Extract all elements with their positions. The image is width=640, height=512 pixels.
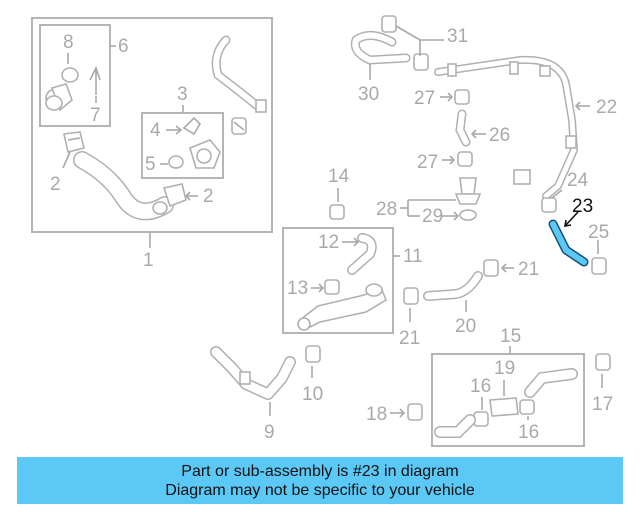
hose-box1-main: [73, 151, 174, 221]
callout-30: 30: [358, 84, 379, 105]
callout-13: 13: [287, 278, 308, 299]
clamp-box1: [231, 117, 247, 135]
clamp-31a: [381, 15, 397, 33]
banner-line-1: Part or sub-assembly is #23 in diagram: [181, 462, 459, 480]
sensor-part: [45, 83, 73, 112]
bracket-4: [182, 116, 202, 136]
callout-7: 7: [90, 105, 101, 126]
callout-14: 14: [328, 166, 350, 187]
callout-10: 10: [302, 384, 323, 405]
group-box-15: [431, 353, 585, 447]
clamp-25: [591, 257, 607, 275]
clamp-31b: [413, 53, 429, 71]
hose-12: [347, 233, 377, 275]
clamp-24: [541, 197, 557, 213]
fitting-28: [454, 177, 482, 205]
clamp-14: [329, 204, 345, 220]
banner-line-2: Diagram may not be specific to your vehi…: [165, 481, 475, 499]
callout-11: 11: [403, 246, 423, 267]
callout-4: 4: [150, 120, 161, 141]
callout-21b: 21: [399, 328, 420, 349]
clamp-27a: [454, 89, 470, 105]
group-box-1: [31, 17, 273, 233]
callout-26: 26: [489, 125, 510, 146]
clamp-21a: [483, 259, 499, 277]
clamp-17: [595, 353, 611, 371]
clamp-27b: [457, 151, 473, 167]
clamp-16b: [519, 399, 535, 415]
callout-31: 31: [447, 26, 468, 47]
hose-23-highlighted: [548, 219, 589, 267]
callout-6: 6: [118, 36, 129, 57]
callout-8: 8: [63, 32, 74, 53]
callout-1: 1: [143, 250, 154, 271]
callout-25: 25: [588, 222, 609, 243]
pipe-22: [434, 55, 579, 200]
callout-3: 3: [177, 84, 188, 105]
callout-21a: 21: [518, 259, 539, 280]
clamp-16a: [473, 411, 489, 427]
fitting-19: [489, 397, 519, 417]
callout-2a: 2: [50, 174, 61, 195]
callout-12: 12: [318, 232, 339, 253]
callout-2b: 2: [203, 186, 214, 207]
callout-23: 23: [572, 196, 593, 217]
group-box-11: [282, 227, 394, 334]
callout-18: 18: [366, 404, 387, 425]
hose-box1-upper: [211, 35, 267, 113]
clamp-21b: [403, 287, 419, 305]
valve-part: [189, 139, 221, 169]
callout-19: 19: [494, 358, 515, 379]
o-ring-8: [61, 67, 79, 83]
callout-22: 22: [596, 97, 617, 118]
callout-29: 29: [422, 206, 443, 227]
callout-27a: 27: [414, 88, 435, 109]
callout-16a: 16: [470, 376, 491, 397]
clamp-13: [324, 279, 340, 295]
clamp-2b: [162, 183, 187, 208]
group-box-6: [39, 24, 111, 127]
clamp-10: [305, 345, 321, 363]
callout-16b: 16: [518, 422, 539, 443]
callout-28: 28: [376, 199, 397, 220]
hose-26: [455, 109, 471, 147]
callout-17: 17: [592, 394, 613, 415]
callout-24: 24: [567, 170, 589, 191]
clamp-18: [407, 403, 423, 421]
hose-box15-left: [434, 414, 476, 438]
o-ring-29: [459, 209, 477, 221]
callout-15: 15: [500, 326, 521, 347]
clip-7: [89, 65, 101, 95]
pipe-assembly-11: [297, 283, 387, 332]
clamp-2a: [63, 131, 85, 153]
hose-box15-right: [524, 368, 578, 398]
o-ring-5: [168, 155, 184, 169]
callout-9: 9: [264, 422, 275, 443]
callout-20: 20: [455, 316, 476, 337]
callout-5: 5: [145, 154, 156, 175]
callout-27b: 27: [417, 152, 438, 173]
hose-20: [423, 271, 483, 301]
info-banner: Part or sub-assembly is #23 in diagram D…: [17, 457, 623, 504]
hose-9: [210, 346, 296, 400]
hose-30: [350, 31, 411, 65]
